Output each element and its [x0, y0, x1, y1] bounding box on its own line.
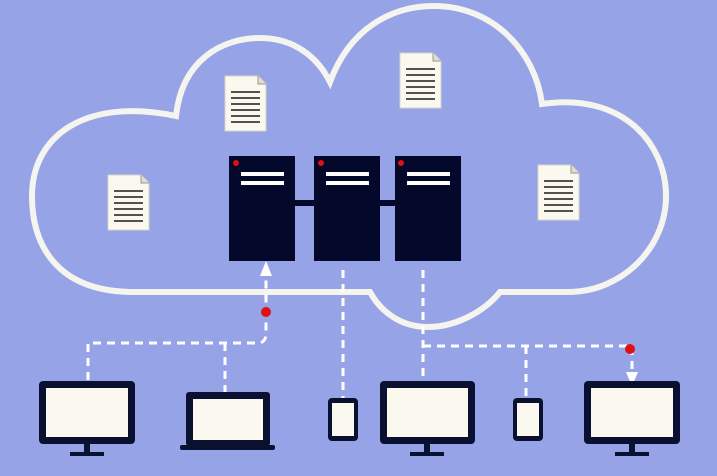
- status-indicator: [398, 160, 404, 166]
- server-rack-icon: [229, 156, 295, 261]
- arrow-down-icon: [626, 372, 638, 386]
- status-indicator: [318, 160, 324, 166]
- server-link: [379, 200, 397, 206]
- connection-lines: [86, 270, 634, 398]
- data-packet-dot: [625, 344, 635, 354]
- document-icon: [399, 52, 442, 109]
- desktop-monitor-icon: [584, 381, 680, 456]
- data-packet-dot: [261, 307, 271, 317]
- arrow-up-icon: [260, 261, 272, 276]
- desktop-monitor-icon: [39, 381, 135, 456]
- document-icon: [107, 174, 150, 231]
- tablet-icon: [513, 398, 543, 441]
- server-rack-icon: [314, 156, 380, 261]
- smartphone-icon: [328, 398, 358, 441]
- document-icon: [537, 164, 580, 221]
- laptop-icon: [180, 392, 275, 450]
- status-indicator: [233, 160, 239, 166]
- desktop-monitor-icon: [380, 381, 475, 456]
- server-link: [294, 200, 316, 206]
- cloud-outline-icon: [28, 2, 670, 331]
- server-rack-icon: [395, 156, 461, 261]
- document-icon: [224, 75, 267, 132]
